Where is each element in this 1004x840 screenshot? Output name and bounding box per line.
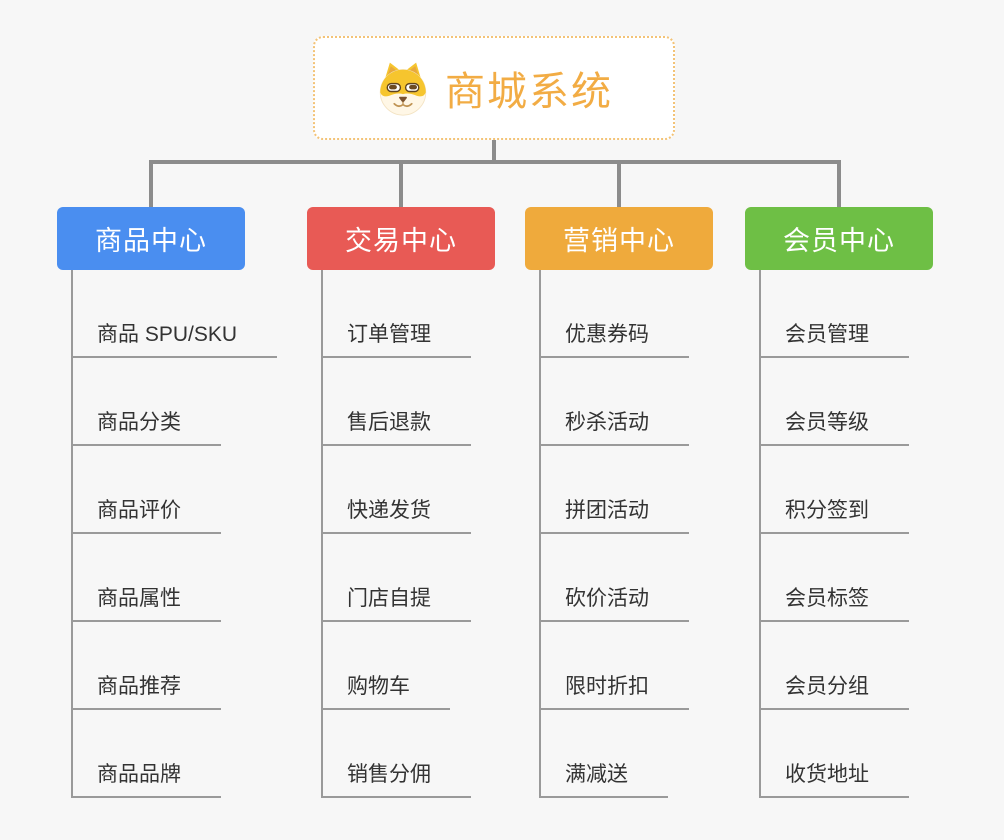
child-topic[interactable]: 商品 SPU/SKU: [73, 322, 278, 358]
connector-drop-product: [149, 160, 153, 208]
child-topic[interactable]: 收货地址: [761, 762, 909, 798]
connector-drop-member: [837, 160, 841, 208]
connector-root-stem: [492, 140, 496, 164]
child-topic[interactable]: 商品属性: [73, 586, 221, 622]
branch-product-center: 商品中心 商品 SPU/SKU 商品分类 商品评价 商品属性 商品推荐 商品品牌: [57, 207, 278, 798]
branch-header-product[interactable]: 商品中心: [57, 207, 245, 270]
branch-member-center: 会员中心 会员管理 会员等级 积分签到 会员标签 会员分组 收货地址: [745, 207, 933, 798]
child-topic[interactable]: 优惠券码: [541, 322, 689, 358]
child-topic[interactable]: 商品评价: [73, 498, 221, 534]
branch-trade-center: 交易中心 订单管理 售后退款 快递发货 门店自提 购物车 销售分佣: [307, 207, 495, 798]
child-topic[interactable]: 积分签到: [761, 498, 909, 534]
child-topic[interactable]: 订单管理: [323, 322, 471, 358]
child-topic[interactable]: 会员管理: [761, 322, 909, 358]
child-topic[interactable]: 满减送: [541, 762, 668, 798]
connector-drop-marketing: [617, 160, 621, 208]
branch-header-marketing[interactable]: 营销中心: [525, 207, 713, 270]
branch-header-trade[interactable]: 交易中心: [307, 207, 495, 270]
children-list-marketing: 优惠券码 秒杀活动 拼团活动 砍价活动 限时折扣 满减送: [539, 270, 713, 798]
child-topic[interactable]: 会员标签: [761, 586, 909, 622]
child-topic[interactable]: 限时折扣: [541, 674, 689, 710]
connector-horizontal-bar: [149, 160, 841, 164]
root-label: 商城系统: [445, 70, 613, 114]
child-topic[interactable]: 售后退款: [323, 410, 471, 446]
child-topic[interactable]: 商品推荐: [73, 674, 221, 710]
child-topic[interactable]: 商品品牌: [73, 762, 221, 798]
child-topic[interactable]: 秒杀活动: [541, 410, 689, 446]
child-topic[interactable]: 销售分佣: [323, 762, 471, 798]
child-topic[interactable]: 门店自提: [323, 586, 471, 622]
root-node[interactable]: 商城系统: [313, 36, 675, 140]
children-list-trade: 订单管理 售后退款 快递发货 门店自提 购物车 销售分佣: [321, 270, 495, 798]
child-topic[interactable]: 商品分类: [73, 410, 221, 446]
child-topic[interactable]: 砍价活动: [541, 586, 689, 622]
connector-drop-trade: [399, 160, 403, 208]
dog-face-icon: [379, 62, 427, 116]
child-topic[interactable]: 购物车: [323, 674, 450, 710]
branch-marketing-center: 营销中心 优惠券码 秒杀活动 拼团活动 砍价活动 限时折扣 满减送: [525, 207, 713, 798]
child-topic[interactable]: 会员分组: [761, 674, 909, 710]
child-topic[interactable]: 会员等级: [761, 410, 909, 446]
children-list-product: 商品 SPU/SKU 商品分类 商品评价 商品属性 商品推荐 商品品牌: [71, 270, 278, 798]
child-topic[interactable]: 拼团活动: [541, 498, 689, 534]
branch-header-member[interactable]: 会员中心: [745, 207, 933, 270]
child-topic[interactable]: 快递发货: [323, 498, 471, 534]
children-list-member: 会员管理 会员等级 积分签到 会员标签 会员分组 收货地址: [759, 270, 933, 798]
